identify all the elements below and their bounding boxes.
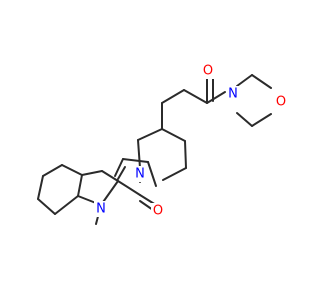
bond <box>101 170 119 182</box>
bond <box>161 128 186 142</box>
amide-oxygen: O <box>151 203 165 219</box>
amide-oxygen-label: O <box>153 204 163 219</box>
bond <box>162 167 187 181</box>
bond <box>54 195 79 215</box>
bond <box>122 158 149 163</box>
bond <box>183 89 208 104</box>
atom-label-background <box>133 166 147 182</box>
morpholine-oxygen: O <box>274 94 288 110</box>
bond <box>147 161 157 187</box>
bond <box>114 158 124 177</box>
piperidine-nitrogen-label: N <box>135 167 145 182</box>
ketone-oxygen-label: O <box>203 64 213 79</box>
molecule-structure: O N O N O N <box>37 63 288 225</box>
bond <box>137 128 163 141</box>
piperidine-nitrogen: N <box>133 166 147 182</box>
bond <box>117 180 141 196</box>
morpholine-nitrogen-label: N <box>228 87 238 102</box>
bond <box>251 74 272 89</box>
bond <box>37 198 56 215</box>
bond <box>139 200 154 211</box>
bond <box>137 139 141 169</box>
bond <box>117 166 126 180</box>
atom-label-background <box>151 203 165 219</box>
morpholine-nitrogen: N <box>226 86 240 102</box>
bond-layer <box>37 74 272 225</box>
bond <box>77 174 83 197</box>
atom-label-background <box>274 94 288 110</box>
bond <box>61 164 83 176</box>
atom-label-layer: O N O N O N <box>94 63 288 219</box>
bond <box>251 113 272 127</box>
ketone-oxygen: O <box>201 63 215 79</box>
morpholine-oxygen-label: O <box>276 95 286 110</box>
bond <box>37 175 44 200</box>
bond <box>206 91 226 104</box>
bond <box>184 140 187 169</box>
atom-label-background <box>94 201 108 217</box>
atom-label-background <box>226 86 240 102</box>
bond <box>236 74 253 87</box>
bond <box>161 89 185 104</box>
atom-label-background <box>201 63 215 79</box>
bond <box>81 170 103 176</box>
bond <box>42 164 63 177</box>
indole-nitrogen: N <box>94 201 108 217</box>
bond <box>236 112 253 127</box>
indole-nitrogen-label: N <box>96 202 106 217</box>
